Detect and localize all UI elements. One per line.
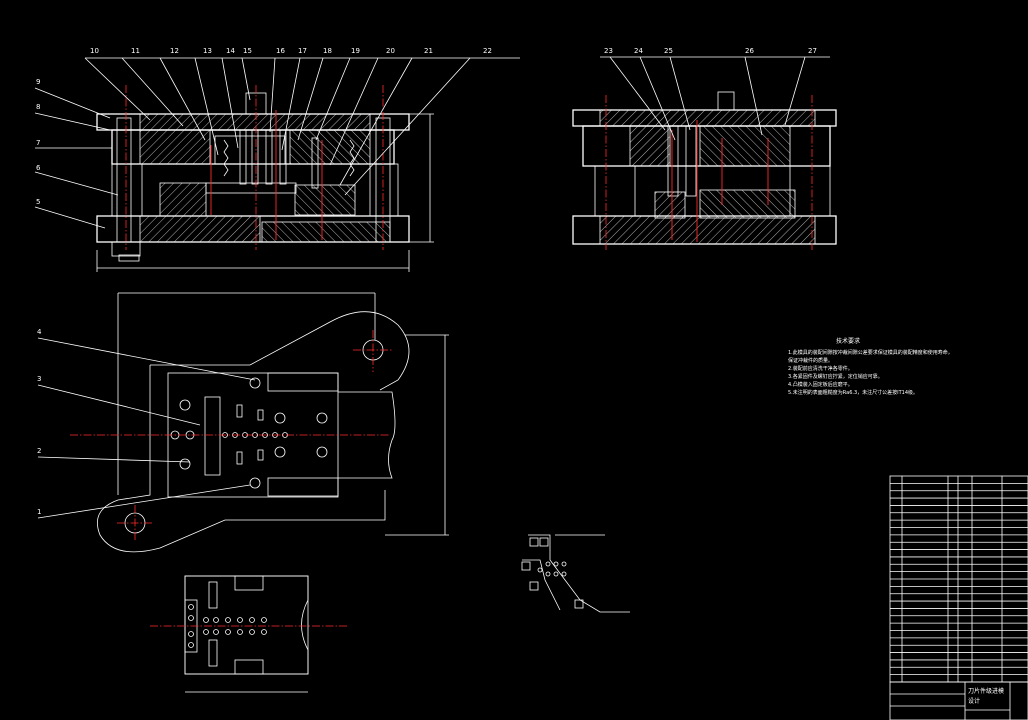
callout-17: 17	[298, 47, 307, 55]
callout-18: 18	[323, 47, 332, 55]
callout-15: 15	[243, 47, 252, 55]
callout-8: 8	[36, 103, 40, 111]
front-section-view: 10 11 12 13 14 15 16 17 18 19 20 21 22 9…	[34, 47, 520, 272]
callout-1: 1	[37, 508, 41, 516]
tech-requirement-line: 5.未注明的表面粗糙度为Ra6.3，未注尺寸公差按IT14级。	[788, 389, 918, 396]
callout-19: 19	[351, 47, 360, 55]
callout-24: 24	[634, 47, 643, 55]
callout-25: 25	[664, 47, 673, 55]
callout-13: 13	[203, 47, 212, 55]
tech-requirement-line: 1.此模具的装配间隙按冲裁间隙公差要求保证模具的装配精度和使用寿命，	[788, 349, 953, 356]
callout-6: 6	[36, 164, 41, 172]
tech-requirement-line: 3.各紧固件及螺钉应拧紧，定位销应可靠。	[788, 373, 883, 380]
callout-27: 27	[808, 47, 817, 55]
drawing-subtitle: 设计	[968, 697, 980, 705]
callout-11: 11	[131, 47, 140, 55]
plan-view: 4 3 2 1	[37, 292, 449, 553]
callout-2: 2	[37, 447, 41, 455]
tech-requirements: 技术要求 1.此模具的装配间隙按冲裁间隙公差要求保证模具的装配精度和使用寿命， …	[788, 337, 953, 396]
callout-9: 9	[36, 78, 40, 86]
side-section-view: 23 24 25 26 27	[572, 47, 837, 250]
callout-20: 20	[386, 47, 395, 55]
callout-10: 10	[90, 47, 99, 55]
tech-requirement-line: 4.凸模装入固定板后应磨平。	[788, 381, 853, 388]
title-block: 刀片件级进模 设计	[889, 681, 1028, 720]
callout-4: 4	[37, 328, 42, 336]
strip-layout-view	[521, 534, 630, 613]
tech-requirement-line: 保证冲裁件的质量。	[788, 357, 833, 364]
callout-26: 26	[745, 47, 754, 55]
callout-22: 22	[483, 47, 492, 55]
callout-16: 16	[276, 47, 285, 55]
callout-21: 21	[424, 47, 433, 55]
callout-14: 14	[226, 47, 235, 55]
callout-12: 12	[170, 47, 179, 55]
tech-requirements-title: 技术要求	[836, 337, 860, 345]
tech-requirement-line: 2.装配前应清洗干净各零件。	[788, 365, 853, 372]
parts-list-table	[889, 475, 1028, 683]
callout-23: 23	[604, 47, 613, 55]
lower-die-detail-view	[150, 575, 348, 693]
callout-3: 3	[37, 375, 41, 383]
callout-5: 5	[36, 198, 40, 206]
callout-7: 7	[36, 139, 40, 147]
drawing-title: 刀片件级进模	[968, 687, 1004, 695]
